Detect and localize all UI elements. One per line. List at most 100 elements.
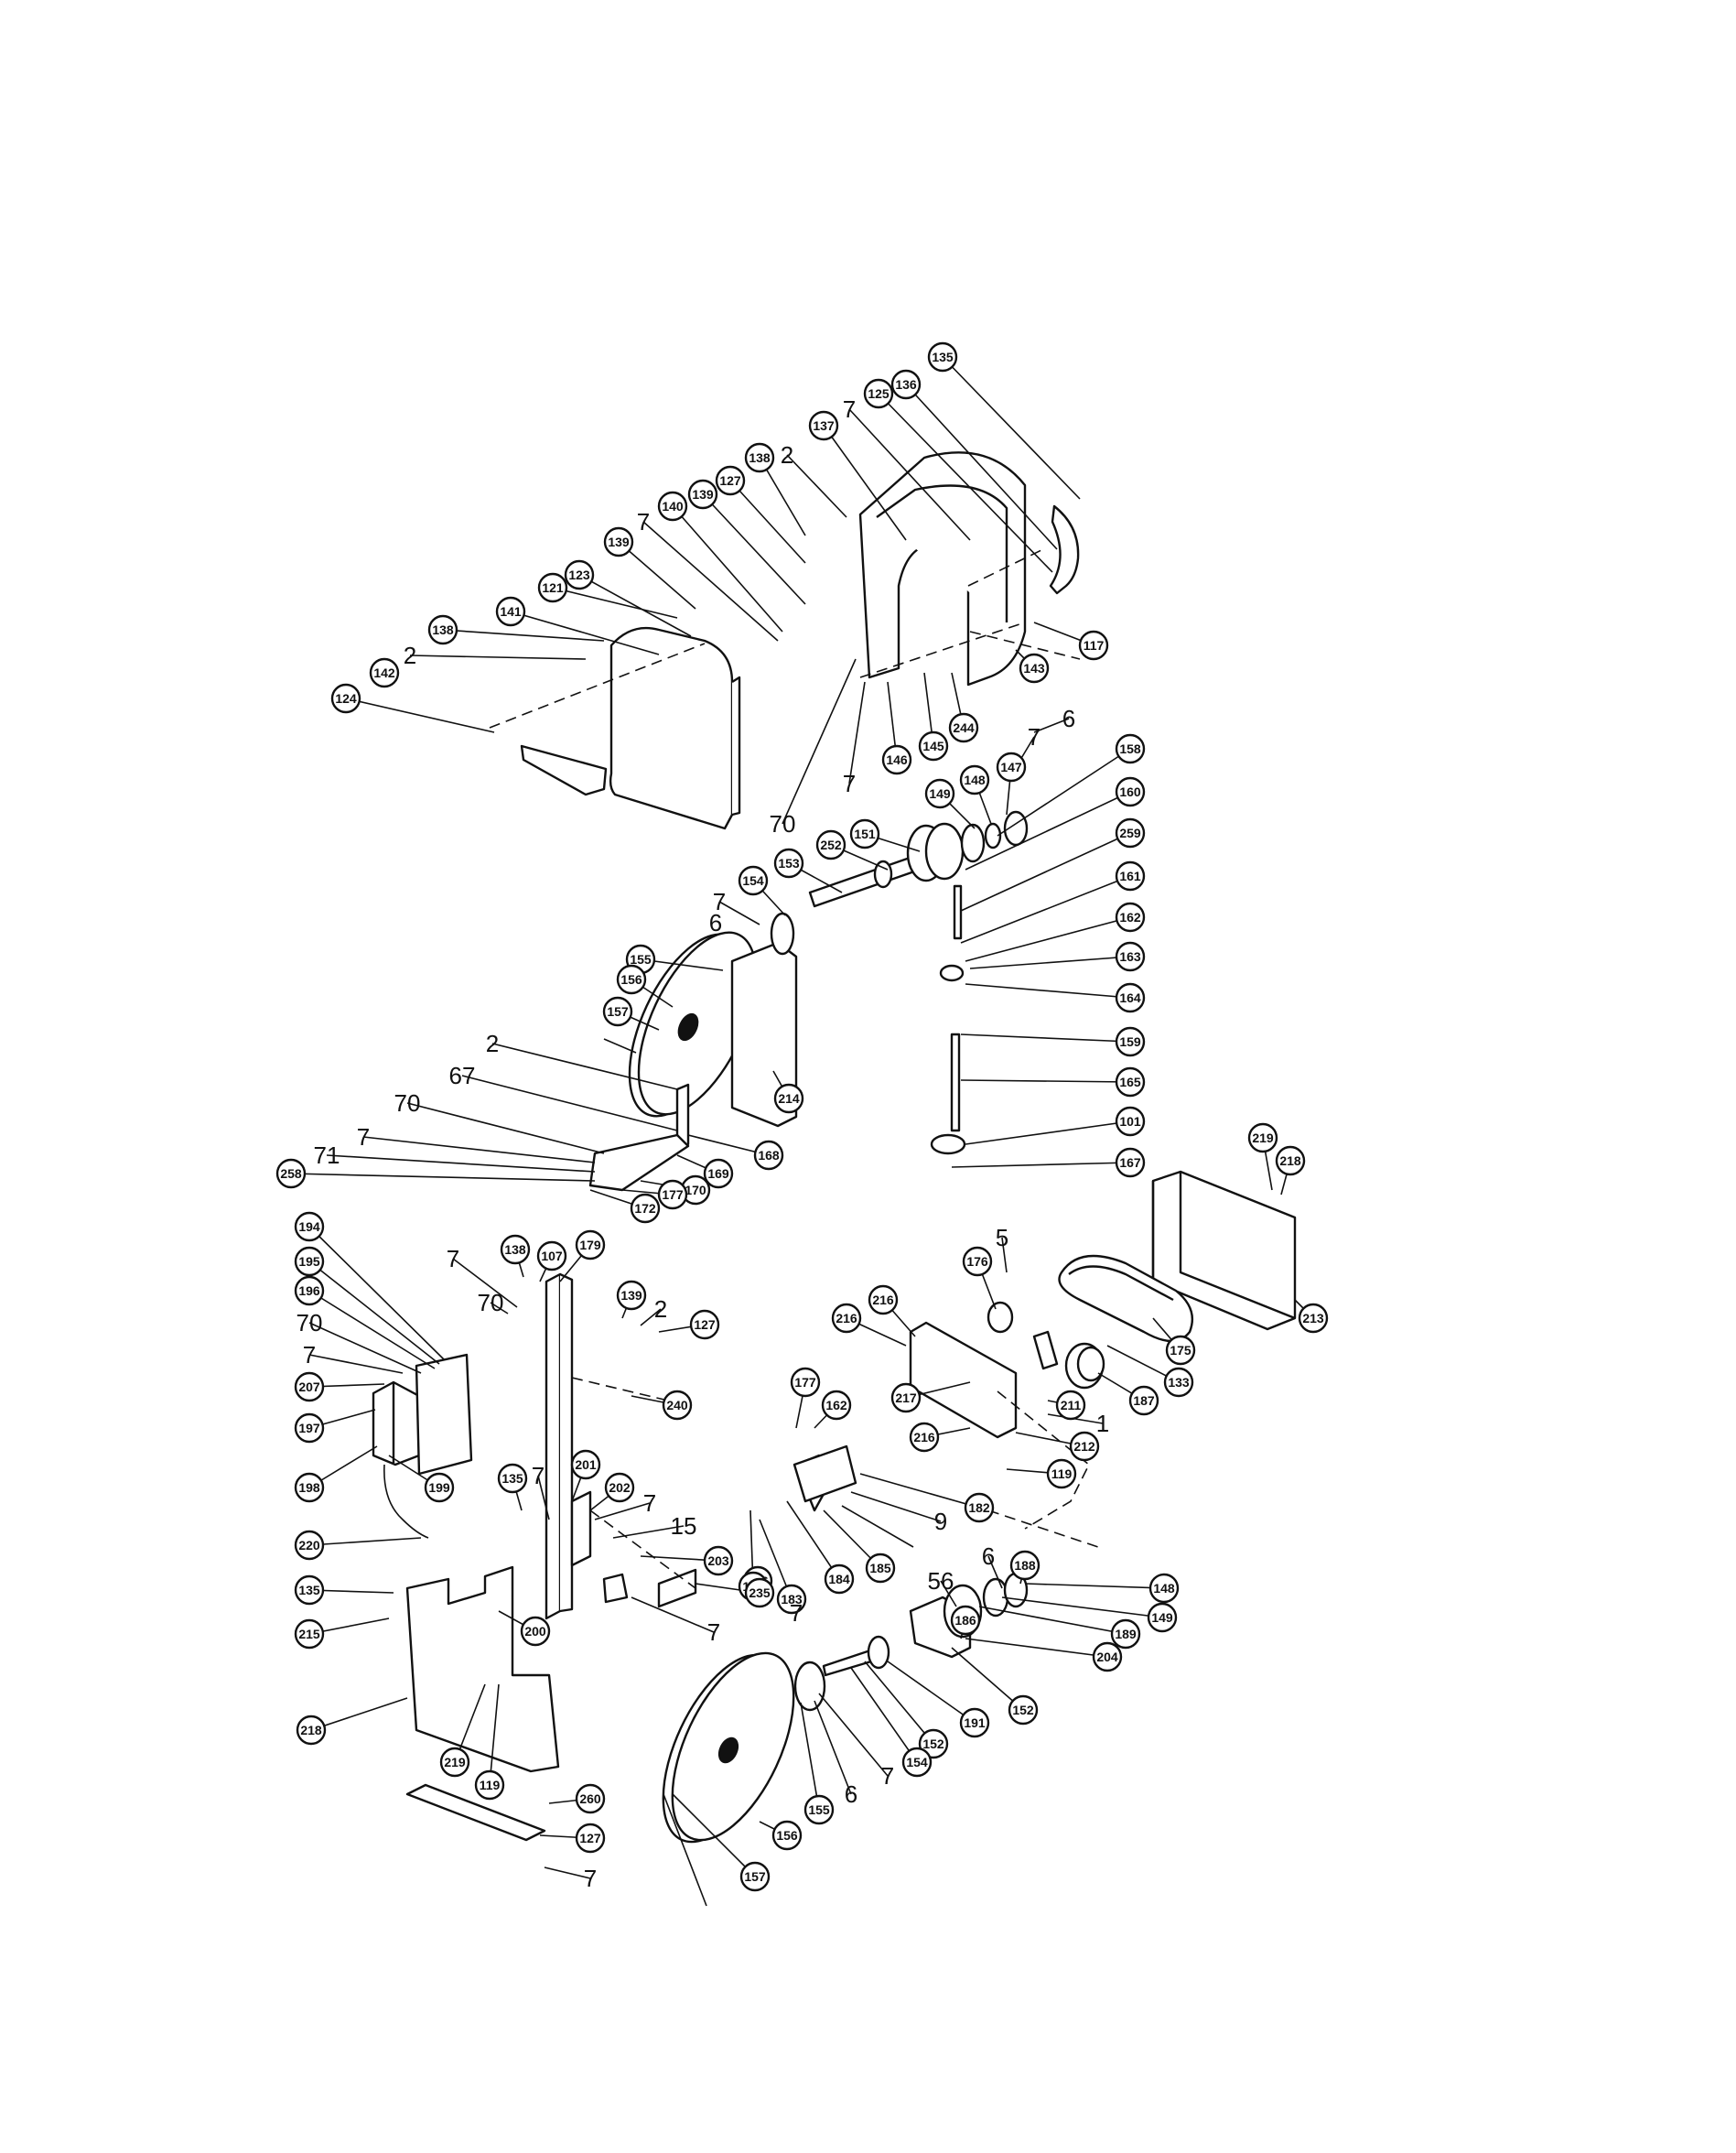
callout-number: 161: [1119, 869, 1141, 883]
callout-number: 140: [662, 499, 684, 514]
callout-circle: [1128, 1385, 1159, 1416]
callout-187: 187: [1128, 1385, 1159, 1416]
callout-circle: [715, 465, 746, 496]
callout-168: 168: [753, 1140, 784, 1171]
callout-200: 200: [520, 1616, 551, 1647]
callout-121: 121: [537, 572, 568, 603]
callout-number: 7: [713, 888, 726, 915]
callout-number: 163: [1119, 949, 1141, 964]
callout-number: 149: [929, 786, 951, 801]
callout-number: 165: [1119, 1075, 1141, 1089]
callout-169: 169: [703, 1158, 734, 1189]
callout-number: 56: [928, 1567, 954, 1595]
callout-number: 194: [298, 1219, 320, 1234]
callout-circle: [294, 1618, 325, 1650]
callout-141: 141: [495, 596, 526, 627]
callout-number: 139: [608, 535, 630, 549]
callout-219: 219: [439, 1747, 470, 1778]
callout-number: 139: [692, 487, 714, 502]
callout-7: 7: [584, 1865, 597, 1892]
callout-number: 157: [607, 1004, 629, 1019]
callout-211: 211: [1055, 1390, 1086, 1421]
callout-circle: [863, 378, 894, 409]
callout-number: 219: [444, 1755, 466, 1769]
callout-number: 2: [486, 1030, 499, 1057]
callout-circle: [959, 1707, 990, 1738]
callout-number: 213: [1302, 1311, 1324, 1325]
callout-circle: [739, 1861, 771, 1892]
callout-circle: [1115, 776, 1146, 807]
callout-number: 216: [872, 1293, 894, 1307]
upper-wheel: [628, 931, 758, 1118]
callout-circle: [849, 818, 880, 849]
callout-circle: [294, 1211, 325, 1242]
callout-148: 148: [959, 764, 990, 795]
callout-number: 176: [966, 1254, 988, 1269]
callout-number: 240: [666, 1398, 688, 1412]
callout-216: 216: [868, 1284, 899, 1315]
callout-number: 218: [300, 1723, 322, 1737]
callout-circle: [803, 1794, 835, 1825]
callout-number: 9: [934, 1508, 947, 1535]
callout-circle: [901, 1747, 933, 1778]
callout-circle: [570, 1449, 601, 1480]
callout-number: 158: [1119, 741, 1141, 756]
callout-number: 203: [707, 1553, 729, 1568]
callout-number: 127: [579, 1831, 601, 1845]
callout-number: 7: [643, 1489, 656, 1517]
callout-circle: [1092, 1641, 1123, 1672]
callout-number: 137: [813, 418, 835, 433]
callout-circle: [1115, 902, 1146, 933]
callout-number: 182: [968, 1500, 990, 1515]
callout-number: 235: [749, 1585, 771, 1600]
callout-161: 161: [1115, 860, 1146, 892]
callout-number: 7: [843, 395, 856, 423]
callout-number: 119: [1051, 1466, 1073, 1481]
callout-117: 117: [1078, 630, 1109, 661]
callout-circle: [924, 778, 955, 809]
callout-127: 127: [575, 1823, 606, 1854]
callout-number: 145: [922, 739, 944, 753]
callout-162: 162: [1115, 902, 1146, 933]
motor-side-panel: [415, 1353, 473, 1476]
callout-197: 197: [294, 1412, 325, 1444]
callout-number: 207: [298, 1379, 320, 1394]
upper-frame-cover: [858, 451, 1027, 687]
callout-number: 185: [869, 1561, 891, 1575]
callout-number: 7: [447, 1245, 459, 1272]
callout-circle: [927, 341, 958, 373]
callout-number: 2: [404, 642, 416, 669]
callout-number: 258: [280, 1166, 302, 1181]
callout-number: 175: [1170, 1343, 1191, 1358]
blade-guard-bracket: [1049, 504, 1080, 595]
callout-circle: [294, 1472, 325, 1503]
callout-circle: [537, 572, 568, 603]
callout-number: 6: [709, 909, 722, 936]
callout-circle: [294, 1275, 325, 1306]
callout-circle: [909, 1422, 940, 1453]
callout-circle: [1069, 1431, 1100, 1462]
callout-177: 177: [657, 1179, 688, 1210]
callout-circle: [790, 1367, 821, 1398]
callout-circle: [630, 1193, 661, 1224]
callout-149: 149: [1147, 1602, 1178, 1633]
callout-137: 137: [808, 410, 839, 441]
callout-number: 200: [524, 1624, 546, 1639]
callout-152: 152: [1008, 1694, 1039, 1726]
callout-number: 172: [634, 1201, 656, 1216]
callout-195: 195: [294, 1246, 325, 1277]
callout-number: 189: [1115, 1627, 1137, 1641]
callout-circle: [1163, 1367, 1194, 1398]
callout-number: 164: [1119, 990, 1141, 1005]
callout-circle: [1110, 1618, 1141, 1650]
callout-circle: [1046, 1458, 1077, 1489]
tracking-block: [793, 1444, 857, 1503]
callout-circle: [495, 596, 526, 627]
callout-circle: [657, 491, 688, 522]
callout-9: 9: [934, 1508, 947, 1535]
callout-number: 5: [996, 1224, 1008, 1251]
callout-number: 153: [778, 856, 800, 871]
callout-circle: [603, 526, 634, 557]
callout-circle: [536, 1240, 567, 1271]
callout-circle: [821, 1390, 852, 1421]
